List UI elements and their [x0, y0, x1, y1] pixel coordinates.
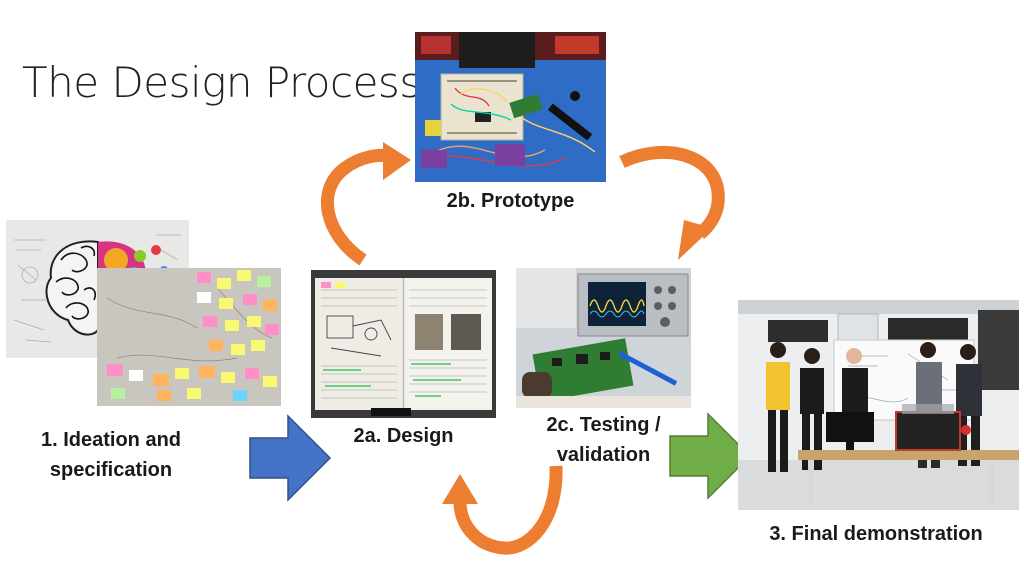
breadboard-image	[415, 32, 606, 182]
step-design-label: 2a. Design	[353, 425, 454, 447]
ideation-line-1: 1. Ideation and	[40, 429, 182, 451]
cycle-arrow-design-to-prototype	[320, 142, 411, 265]
cycle-arrow-testing-to-design	[442, 465, 563, 555]
slide-title: The Design Process	[22, 58, 421, 107]
step-prototype-label: 2b. Prototype	[446, 190, 575, 212]
testing-line-2: validation	[556, 444, 651, 466]
step-testing-label: 2c. Testing / validation	[516, 410, 691, 470]
forward-arrow-blue	[249, 414, 332, 502]
step-ideation-label: 1. Ideation and specification	[6, 425, 216, 485]
ideation-line-2: specification	[49, 459, 173, 481]
notebook-image	[311, 270, 496, 418]
testing-line-1: 2c. Testing /	[546, 414, 661, 436]
team-photo-image	[738, 300, 1019, 510]
forward-arrow-green	[669, 412, 752, 500]
sticky-notes-image	[97, 268, 281, 406]
cycle-arrow-prototype-to-testing	[619, 145, 725, 260]
oscilloscope-image	[516, 268, 691, 408]
step-final-label: 3. Final demonstration	[769, 523, 983, 545]
